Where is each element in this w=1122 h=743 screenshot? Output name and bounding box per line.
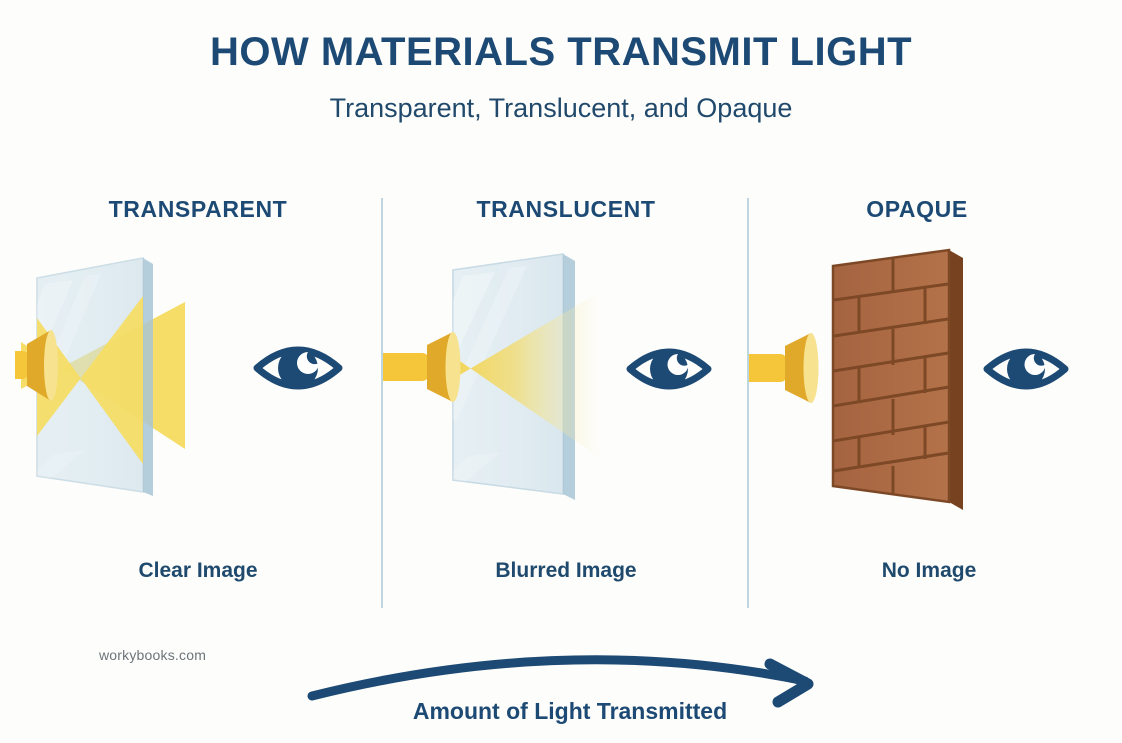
scene-translucent bbox=[371, 244, 749, 534]
opaque-illustration bbox=[731, 248, 1069, 510]
beam-through-glass bbox=[37, 296, 143, 464]
column-caption-transparent: Clear Image bbox=[138, 559, 258, 582]
brick-wall-edge bbox=[949, 250, 963, 510]
eye-icon bbox=[253, 346, 343, 390]
brick-wall-icon bbox=[831, 248, 951, 504]
watermark: workybooks.com bbox=[99, 647, 207, 663]
flashlight-icon bbox=[0, 330, 58, 401]
column-opaque: OPAQUE bbox=[731, 196, 1115, 616]
flashlight-icon bbox=[731, 333, 819, 403]
light-transmission-arrow-group: Amount of Light Transmitted bbox=[300, 648, 840, 743]
column-caption-opaque: No Image bbox=[881, 559, 977, 582]
page-subtitle: Transparent, Translucent, and Opaque bbox=[329, 93, 793, 123]
transparent-illustration bbox=[0, 257, 343, 496]
column-translucent: TRANSLUCENT bbox=[371, 196, 749, 616]
eye-icon bbox=[983, 348, 1069, 390]
column-heading-transparent: TRANSPARENT bbox=[108, 196, 288, 222]
column-divider-1 bbox=[381, 198, 383, 608]
flashlight-icon bbox=[371, 332, 461, 402]
curved-arrow-icon bbox=[307, 655, 814, 708]
eye-icon bbox=[626, 348, 712, 390]
scene-transparent bbox=[0, 244, 381, 534]
page-title: HOW MATERIALS TRANSMIT LIGHT bbox=[209, 30, 913, 74]
column-heading-translucent: TRANSLUCENT bbox=[476, 196, 656, 222]
column-transparent: TRANSPARENT bbox=[0, 196, 381, 616]
scene-opaque bbox=[731, 244, 1115, 534]
column-heading-opaque: OPAQUE bbox=[866, 196, 968, 222]
column-caption-translucent: Blurred Image bbox=[495, 559, 637, 582]
light-beam-partial bbox=[441, 290, 603, 460]
arrow-label: Amount of Light Transmitted bbox=[412, 698, 728, 724]
translucent-illustration bbox=[371, 253, 712, 500]
column-divider-2 bbox=[747, 198, 749, 608]
